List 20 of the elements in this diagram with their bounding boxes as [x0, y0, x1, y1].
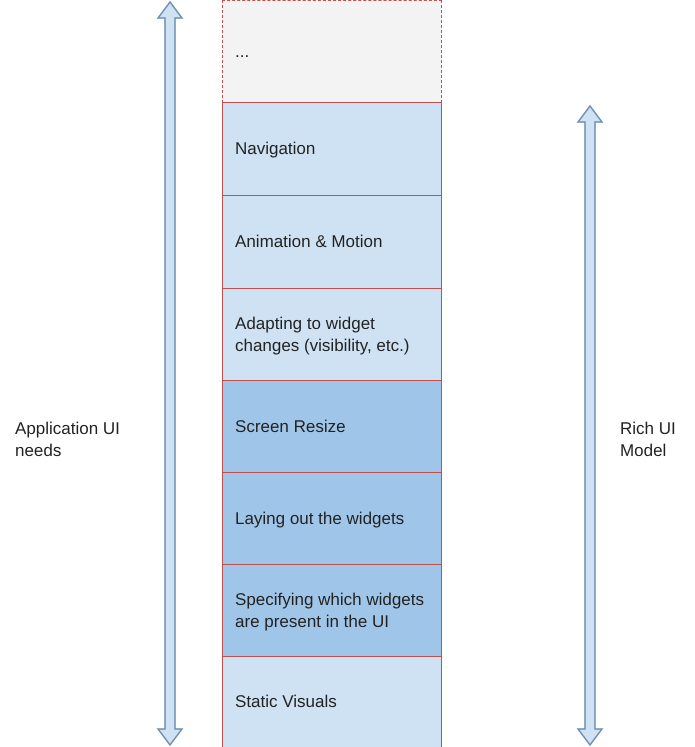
- layer-label: ...: [235, 40, 250, 62]
- layer-box: [222, 195, 442, 289]
- side-label: Rich UI Model: [620, 418, 677, 462]
- layer-label: Adapting to widget changes (visibility, etc.): [235, 312, 410, 356]
- layer-box: [222, 564, 442, 657]
- layer-box: [222, 472, 442, 565]
- layer-label: Navigation: [235, 138, 316, 160]
- layer-label: Static Visuals: [235, 691, 337, 713]
- layer-label: Specifying which widgets are present in the UI: [235, 588, 425, 632]
- side-label: Application UI needs: [15, 418, 121, 462]
- layer-label: Animation & Motion: [235, 231, 382, 253]
- layer-box: [222, 380, 442, 473]
- placeholder-layer-box: [222, 0, 442, 103]
- layer-label: Screen Resize: [235, 416, 346, 438]
- double-headed-arrow: [576, 104, 604, 746]
- layer-label: Laying out the widgets: [235, 508, 404, 530]
- layer-box: [222, 102, 442, 196]
- layer-box: [222, 656, 442, 747]
- double-headed-arrow: [156, 0, 184, 746]
- layer-box: [222, 288, 442, 381]
